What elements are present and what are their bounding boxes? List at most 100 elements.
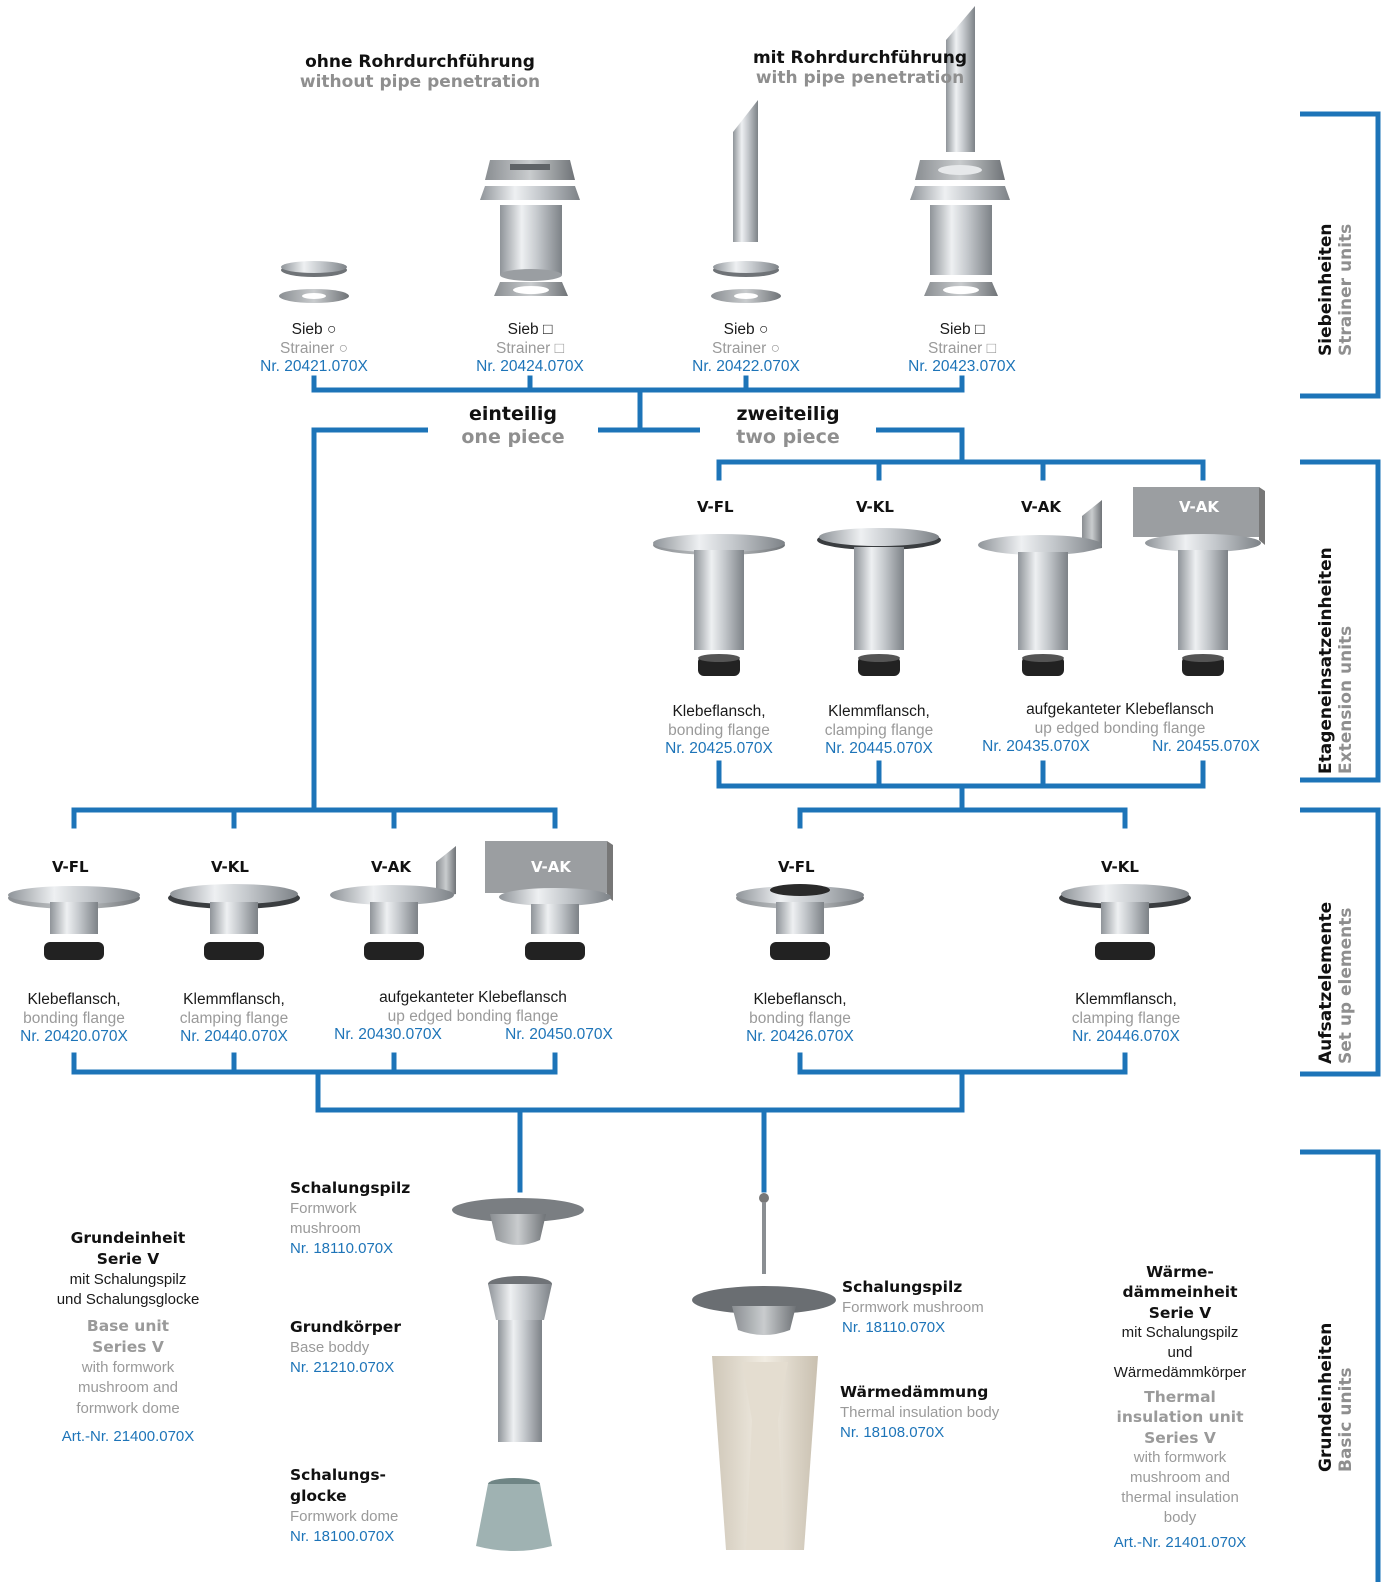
ext-ak-nr2: Nr. 20455.070X [1152,738,1260,755]
thermal-unit-l3: Serie V [1148,1303,1212,1322]
tag-ext-vak: V-AK [1021,498,1061,516]
thermal-unit-l6: Wärmedämmkörper [1113,1363,1247,1381]
thermal-unit-l2: dämmeinheit [1122,1283,1238,1302]
strainer-en: Strainer □ [496,339,564,357]
strainer-en: Strainer ○ [280,339,348,357]
tag-ext-vkl: V-KL [856,498,894,516]
header-with: mit Rohrdurchführung with pipe penetrati… [705,48,1015,89]
set-vkl-1 [168,884,300,960]
set-en: clamping flange [1071,1009,1181,1027]
set-label-vkl-2: Klemmflansch, clamping flange Nr. 20446.… [1046,991,1206,1047]
one-piece-label: einteilig one piece [428,403,598,449]
base-unit-e4: mushroom and [77,1379,179,1397]
setup-top-bus [71,807,558,829]
header-without: ohne Rohrdurchführung without pipe penet… [258,52,582,93]
anchor-pin [759,1193,769,1274]
tag-set-vkl-2: V-KL [1101,858,1139,876]
thermal-unit-e7: body [1163,1508,1197,1526]
set-de: Klebeflansch, [27,991,121,1008]
ext-nr: Nr. 20425.070X [665,740,773,758]
basic-illustrations [452,1193,836,1551]
ext-de: Klemmflansch, [828,703,930,720]
strainer-de: Sieb ○ [723,321,769,338]
ext-label-vfl: Klebeflansch, bonding flange Nr. 20425.0… [644,703,794,759]
body-en: Base boddy [290,1338,370,1356]
extension-illustrations [653,487,1265,676]
set-nr: Nr. 20420.070X [20,1028,128,1046]
side-strainer-en: Strainer units [1336,223,1356,356]
two-piece-de: zweiteilig [736,403,840,425]
thermal-unit-e5: mushroom and [1129,1468,1231,1486]
formwork-mushroom-2 [692,1286,836,1335]
set-ak-en: up edged bonding flange [387,1007,559,1025]
side-label-setup: Aufsatzelemente Set up elements [1316,901,1356,1064]
side-setup-de: Aufsatzelemente [1316,901,1336,1064]
ext-label-vkl: Klemmflansch, clamping flange Nr. 20445.… [800,703,958,759]
mushroom2-de: Schalungspilz [842,1278,963,1296]
strainer-de: Sieb ○ [291,321,337,338]
ext-nr: Nr. 20445.070X [825,740,933,758]
base-unit-e2: Series V [92,1338,164,1357]
tag-set-vak-2: V-AK [531,858,571,876]
extension-bottom-bus [716,760,1206,813]
strainer-round-1 [279,261,349,303]
tag-set-vfl-2: V-FL [778,858,815,876]
ext-ak-de: aufgekanteter Klebeflansch [1026,701,1214,718]
tag-ext-vfl: V-FL [697,498,734,516]
side-label-extension: Etageneinsatzeinheiten Extension units [1316,547,1356,774]
set-vak-2 [485,841,613,960]
ext-vkl [817,528,941,676]
side-extension-en: Extension units [1336,625,1356,774]
mushroom2-nr: Nr. 18110.070X [842,1319,946,1337]
setup-bottom-bus [71,1052,558,1113]
body-nr: Nr. 21210.070X [290,1359,395,1377]
setup-illustrations [8,841,1191,960]
ext-label-vak: aufgekanteter Klebeflansch up edged bond… [990,701,1250,738]
thermal-unit-l1: Wärme- [1146,1263,1214,1281]
dome-de1: Schalungs- [290,1466,386,1484]
strainer-de: Sieb □ [507,321,553,338]
ext-vak1 [978,500,1102,676]
strainer-nr: Nr. 20423.070X [908,358,1016,376]
label-insulation: Wärmedämmung Thermal insulation body Nr.… [840,1382,999,1443]
formwork-mushroom-1 [452,1198,584,1245]
ext-vfl [653,534,785,676]
insulation-en: Thermal insulation body [840,1403,1000,1421]
thermal-unit-e1: Thermal [1144,1387,1216,1406]
base-unit-e1: Base unit [86,1317,170,1336]
strainer-en: Strainer □ [928,339,996,357]
set-vkl-2 [1059,884,1191,960]
setup-bottom-right-bus [315,1052,1128,1113]
set-en: bonding flange [23,1009,125,1027]
set-label-vak: aufgekanteter Klebeflansch up edged bond… [343,989,603,1026]
formwork-dome [476,1478,552,1551]
bracket-setup [1300,807,1381,1077]
base-unit-e5: formwork dome [76,1399,180,1417]
side-label-strainer: Siebeinheiten Strainer units [1316,223,1356,356]
extension-bus [716,459,1206,481]
set-vak-1 [330,846,456,960]
tag-set-vak: V-AK [371,858,411,876]
set-ak-nr1: Nr. 20430.070X [334,1026,442,1043]
set-ak-de: aufgekanteter Klebeflansch [379,989,567,1006]
thermal-unit-e2: insulation unit [1116,1408,1244,1427]
ext-de: Klebeflansch, [672,703,766,720]
set-en: bonding flange [749,1009,851,1027]
one-piece-en: one piece [461,425,565,448]
set-label-vkl: Klemmflansch, clamping flange Nr. 20440.… [156,991,312,1047]
two-piece-en: two piece [736,425,840,448]
base-unit-block: Grundeinheit Serie V mit Schalungspilz u… [22,1228,234,1447]
label-dome: Schalungs- glocke Formwork dome Nr. 1810… [290,1465,398,1547]
strainer-nr: Nr. 20424.070X [476,358,584,376]
strainer-label-2: Sieb □ Strainer □ Nr. 20424.070X [450,321,610,377]
one-piece-de: einteilig [468,403,558,425]
strainer-round-pipe [711,100,781,303]
strainer-label-4: Sieb □ Strainer □ Nr. 20423.070X [882,321,1042,377]
thermal-unit-e3: Series V [1144,1428,1216,1447]
set-de: Klebeflansch, [753,991,847,1008]
set-nr: Nr. 20446.070X [1072,1028,1180,1046]
thermal-unit-l5: und [1167,1344,1193,1362]
thermal-insulation-body [712,1356,818,1550]
insulation-nr: Nr. 18108.070X [840,1424,945,1442]
